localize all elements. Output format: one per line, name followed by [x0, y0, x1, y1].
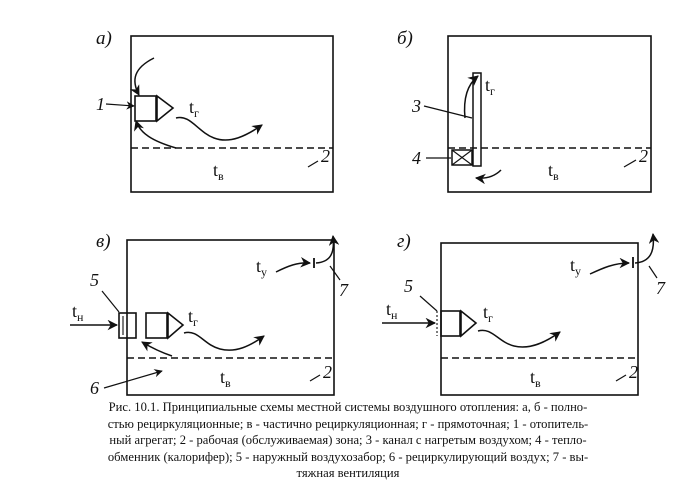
panel-g-number-7: 7: [656, 278, 666, 298]
panel-g-temp-heated: tг: [483, 302, 493, 325]
caption-line-3: ный агрегат; 2 - рабочая (обслуживаемая)…: [109, 433, 587, 448]
panel-g-texts: 5 7 2 tн tг tу tв: [386, 255, 666, 390]
panel-v-number-5: 5: [90, 270, 99, 290]
panel-b-leader-2: [623, 159, 637, 168]
panel-b-number-2: 2: [639, 146, 648, 166]
panel-a-leader-1: [105, 101, 135, 110]
panel-v-leader-2: [309, 374, 321, 382]
panel-v-label: в): [96, 231, 111, 252]
panel-g-leader-2: [615, 374, 627, 382]
panel-g-temp-exhaust: tу: [570, 255, 581, 278]
panel-a-temp-heated: tг: [189, 97, 199, 120]
caption-line-5: тяжная вентиляция: [296, 466, 400, 481]
panel-a-return-air-arrow-bottom: [134, 120, 177, 149]
panel-a: а): [96, 28, 334, 193]
panel-v-outdoor-intake: [118, 312, 137, 339]
panel-g-label: г): [397, 231, 411, 252]
panel-b-texts: 3 4 2 tг tв: [411, 75, 648, 183]
panel-g-temp-outdoor: tн: [386, 299, 398, 322]
panel-g-number-2: 2: [629, 362, 638, 382]
panel-b-number-3: 3: [411, 96, 421, 116]
panel-g-number-5: 5: [404, 276, 413, 296]
panel-g-leader-7: [648, 265, 658, 279]
panel-b-heat-exchanger-cross-2: [451, 149, 473, 166]
heating-schemes-diagram: а) 1 2 tг tв б): [70, 28, 666, 398]
panel-a-heating-unit: [134, 95, 157, 122]
panel-a-temp-zone: tв: [213, 160, 224, 183]
panel-g-heating-unit: [440, 310, 461, 337]
panel-a-texts: 1 2 tг tв: [96, 94, 330, 183]
panel-g: г): [382, 231, 660, 396]
figure-caption: Рис. 10.1. Принципиальные схемы местной …: [30, 399, 666, 482]
panel-g-fan-icon: [460, 309, 478, 338]
panel-a-number-1: 1: [96, 94, 105, 114]
panel-v-temp-zone: tв: [220, 367, 231, 390]
panel-b-heat-exchanger: [451, 149, 473, 166]
panel-a-leader-2: [307, 160, 319, 168]
panel-a-number-2: 2: [321, 146, 330, 166]
panel-g-exhaust-inflow-arrow: [589, 257, 631, 275]
panel-g-exhaust-outflow-arrow: [634, 232, 660, 264]
panel-v-leader-7: [329, 265, 341, 281]
panel-v-recirculating-air-arrow: [141, 341, 173, 357]
panel-v-temp-outdoor: tн: [72, 301, 84, 324]
panel-v-leader-5: [101, 290, 120, 313]
panel-b: б): [397, 28, 652, 193]
panel-v-number-7: 7: [339, 280, 349, 300]
caption-line-4: обменник (калорифер); 5 - наружный возду…: [107, 449, 589, 464]
panel-a-return-air-arrow-top: [129, 57, 155, 96]
panel-g-temp-zone: tв: [530, 367, 541, 390]
panel-g-leader-5: [419, 295, 438, 312]
panel-a-room: [130, 35, 334, 193]
caption-line-1: Рис. 10.1. Принципиальные схемы местной …: [108, 400, 588, 414]
panel-v-exhaust-inflow-arrow: [275, 256, 312, 273]
panel-v-exhaust-outflow-arrow: [315, 234, 340, 264]
panel-v-temp-exhaust: tу: [256, 256, 267, 279]
panel-b-rising-air-arrow: [463, 75, 479, 119]
panel-b-number-4: 4: [412, 148, 421, 168]
panel-a-label: а): [96, 28, 112, 49]
panel-v-leader-6: [103, 369, 163, 389]
panel-b-leader-3: [423, 105, 473, 119]
panel-b-room: [447, 35, 652, 193]
panel-v: в): [70, 231, 341, 396]
panel-b-return-air-arrow: [474, 169, 502, 185]
panel-v-heating-unit: [145, 312, 168, 339]
panel-v-number-6: 6: [90, 378, 99, 398]
panel-v-number-2: 2: [323, 362, 332, 382]
panel-b-heated-air-channel: [472, 72, 482, 167]
caption-line-2: стью рециркуляционные; в - частично реци…: [107, 416, 589, 431]
panel-v-temp-heated: tг: [188, 306, 198, 329]
panel-a-heated-air-arrow: [175, 116, 263, 141]
panel-a-fan-icon: [156, 94, 175, 123]
panel-b-label: б): [397, 28, 413, 49]
panel-b-temp-zone: tв: [548, 160, 559, 183]
panel-g-heated-air-arrow: [477, 329, 561, 348]
panel-v-heated-air-arrow: [183, 331, 265, 351]
panel-v-texts: 5 6 7 2 tн tг tу tв: [72, 256, 349, 398]
panel-b-temp-heated: tг: [485, 75, 495, 98]
panel-v-room: [126, 239, 335, 396]
panel-v-fan-icon: [167, 311, 185, 340]
